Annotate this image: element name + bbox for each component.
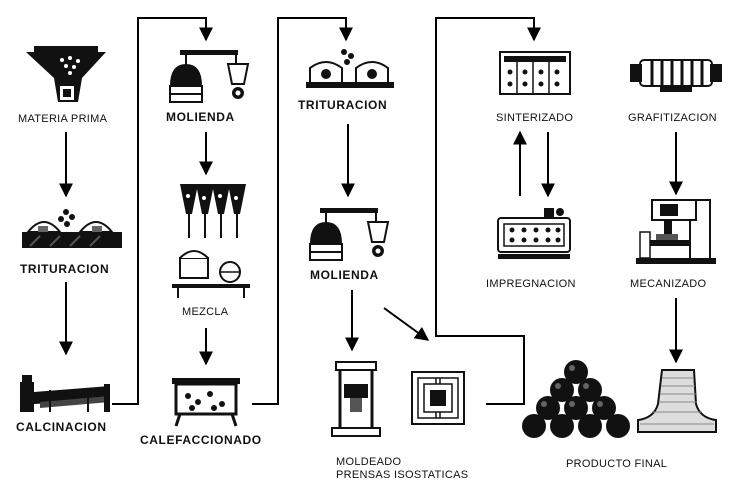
label-molienda-2: MOLIENDA [310, 268, 379, 282]
mezcla-silos-icon [172, 184, 250, 298]
calefaccionado-heater-icon [172, 378, 240, 427]
arrow-molienda-to-prensas [383, 307, 430, 341]
label-producto-final: PRODUCTO FINAL [566, 458, 668, 470]
sinterizado-furnace-icon [499, 51, 571, 95]
label-mecanizado: MECANIZADO [630, 278, 707, 290]
label-prensas-isostaticas: PRENSAS ISOSTATICAS [336, 469, 469, 481]
label-sinterizado: SINTERIZADO [496, 112, 574, 124]
producto-final-machined-part-icon [637, 369, 717, 433]
connector-calefaccionado-to-trituracion [252, 17, 353, 405]
label-impregnacion: IMPREGNACION [486, 278, 576, 290]
calcinacion-kiln-icon [20, 375, 110, 412]
materia-prima-hopper-icon [26, 46, 106, 102]
molienda-2-mill-icon [309, 208, 390, 261]
trituracion-crusher-icon [22, 209, 122, 248]
label-calcinacion: CALCINACION [16, 420, 107, 434]
connector-prensado-to-sinterizado [435, 17, 541, 405]
impregnacion-tank-icon [497, 208, 571, 259]
moldeado-press-icon [331, 361, 381, 437]
label-materia-prima: MATERIA PRIMA [18, 113, 108, 125]
molienda-mill-icon [169, 50, 250, 103]
trituracion-2-crusher-icon [306, 49, 394, 88]
connector-calcinacion-to-molienda [112, 17, 213, 405]
label-moldeado: MOLDEADO [336, 456, 402, 468]
label-calefaccionado: CALEFACCIONADO [140, 433, 262, 447]
label-mezcla: MEZCLA [182, 306, 229, 318]
grafitizacion-furnace-icon [630, 59, 722, 92]
label-trituracion-2: TRITURACION [298, 98, 388, 112]
label-grafitizacion: GRAFITIZACION [628, 112, 717, 124]
label-molienda-1: MOLIENDA [166, 110, 235, 124]
label-trituracion-1: TRITURACION [20, 262, 110, 276]
mecanizado-machine-icon [636, 199, 716, 264]
producto-final-stack-icon [522, 360, 630, 438]
prensas-isostaticas-icon [411, 371, 465, 425]
